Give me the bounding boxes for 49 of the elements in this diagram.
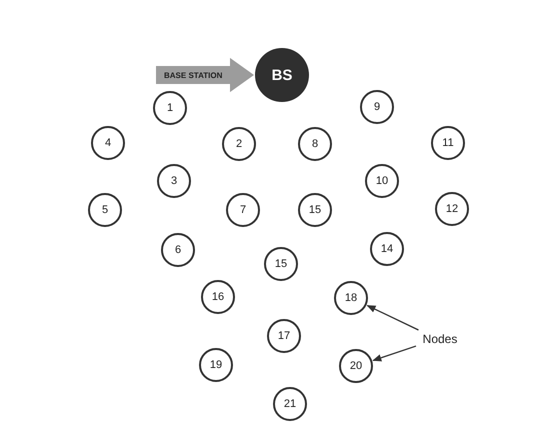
node-number: 11: [442, 137, 454, 149]
block-arrow: [156, 58, 254, 92]
sensor-node-circle: [153, 91, 187, 125]
sensor-node-circle: [199, 348, 233, 382]
sensor-node-circle: [201, 280, 235, 314]
sensor-node-circle: [334, 281, 368, 315]
node-number: 5: [102, 204, 108, 216]
sensor-node-circle: [339, 349, 373, 383]
node-number: 20: [350, 360, 362, 372]
node-number: 4: [104, 137, 112, 149]
node-number: 16: [212, 291, 224, 303]
sensor-node-circle: [365, 164, 399, 198]
sensor-node-circle: [273, 387, 307, 421]
node-number: 7: [240, 204, 246, 216]
node-number: 18: [344, 292, 358, 304]
sensor-node-circle: [222, 127, 256, 161]
node-number: BS: [272, 66, 292, 84]
sensor-node-circle: [435, 192, 469, 226]
edge-label: BASE STATION: [164, 70, 222, 80]
sensor-node-circle: [267, 319, 301, 353]
node-number: 2: [236, 138, 242, 150]
node-number: 3: [170, 175, 178, 187]
node-number: 15: [308, 204, 322, 216]
node-number: 21: [284, 398, 296, 410]
arrow: [372, 345, 416, 362]
node-number: 17: [278, 330, 290, 342]
node-number: 1: [166, 102, 174, 114]
node-number: 15: [274, 258, 288, 270]
sensor-node-circle: [161, 233, 195, 267]
sensor-node-circle: [157, 164, 191, 198]
arrow: [366, 304, 419, 331]
node-number: 12: [446, 203, 458, 215]
sensor-node-circle: [370, 232, 404, 266]
node-number: 19: [210, 359, 222, 371]
sensor-node-circle: [298, 193, 332, 227]
node-number: 9: [374, 101, 380, 113]
sensor-node-circle: [91, 126, 125, 160]
sensor-node-circle: [298, 127, 332, 161]
node-number: 10: [376, 175, 388, 187]
sensor-node-circle: [226, 193, 260, 227]
base-station-circle: [255, 48, 309, 102]
node-number: 8: [312, 138, 318, 150]
node-label: Nodes: [418, 330, 462, 348]
node-number: 6: [174, 244, 182, 256]
node-number: 14: [380, 243, 394, 255]
sensor-node-circle: [264, 247, 298, 281]
sensor-node-circle: [88, 193, 122, 227]
sensor-node-circle: [360, 90, 394, 124]
sensor-node-circle: [431, 126, 465, 160]
